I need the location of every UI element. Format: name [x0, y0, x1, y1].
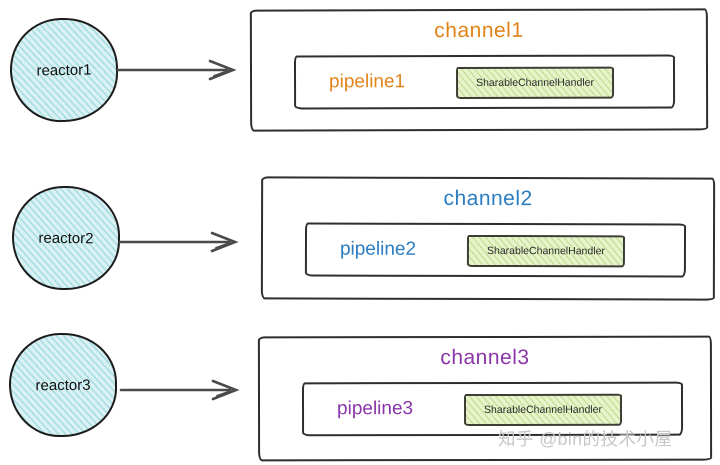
- pipeline1-label: pipeline1: [329, 71, 406, 93]
- handler1-label: SharableChannelHandler: [476, 76, 595, 90]
- handler2-box: SharableChannelHandler: [466, 234, 626, 268]
- pipeline2-label: pipeline2: [339, 238, 417, 260]
- arrow-right-icon: [116, 59, 237, 81]
- handler2-label: SharableChannelHandler: [486, 244, 605, 258]
- channel2-title: channel2: [443, 186, 533, 211]
- arrow-right-icon: [118, 231, 239, 253]
- reactor3-node: reactor3: [8, 332, 118, 438]
- handler3-box: SharableChannelHandler: [463, 393, 623, 427]
- reactor2-label: reactor2: [38, 229, 94, 247]
- reactor3-label: reactor3: [35, 376, 91, 394]
- pipeline1-box: pipeline1 SharableChannelHandler: [293, 54, 676, 110]
- handler3-label: SharableChannelHandler: [484, 403, 602, 417]
- channel3-title: channel3: [440, 345, 530, 370]
- reactor1-node: reactor1: [9, 17, 119, 123]
- handler1-box: SharableChannelHandler: [455, 66, 615, 100]
- arrow-right-icon: [119, 379, 240, 401]
- pipeline2-box: pipeline2 SharableChannelHandler: [304, 222, 687, 278]
- watermark-text: 知乎 @bin的技术小屋: [498, 429, 673, 449]
- channel1-title: channel1: [434, 18, 524, 43]
- channel1-box: channel1 pipeline1 SharableChannelHandle…: [249, 8, 709, 132]
- pipeline3-label: pipeline3: [336, 398, 414, 420]
- channel2-box: channel2 pipeline2 SharableChannelHandle…: [260, 176, 716, 301]
- reactor1-label: reactor1: [36, 61, 92, 79]
- reactor2-node: reactor2: [11, 185, 121, 291]
